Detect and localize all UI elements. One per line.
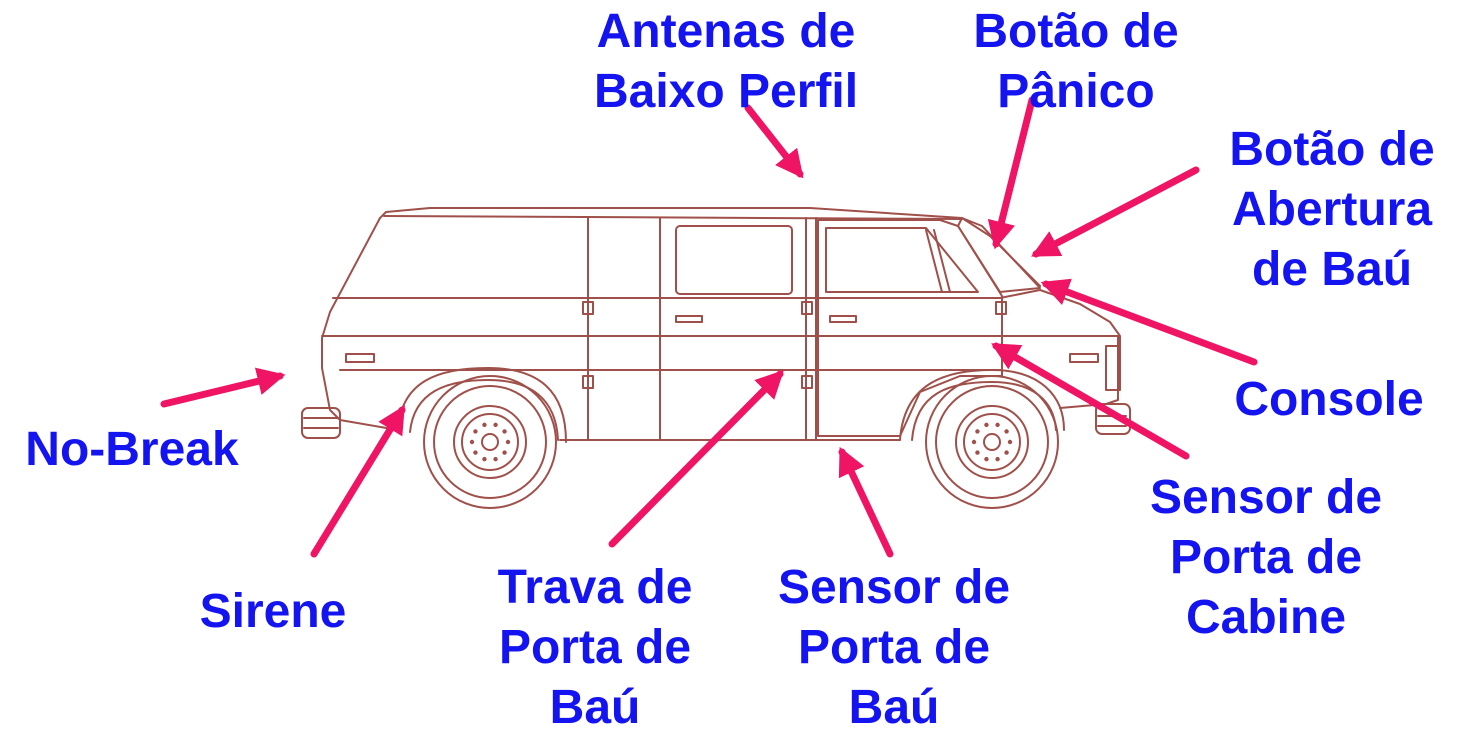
wheel-lug [995,456,1000,462]
arrow-sensor-bau [838,446,894,558]
van-roof-line [383,215,963,220]
wheel-lug [975,450,980,455]
label-line: Sensor de [777,561,1011,614]
arrow-nobreak [160,367,286,408]
label-line: Antenas de [596,5,856,58]
arrow-antenas [744,104,804,179]
arrow-abertura [1031,166,1200,258]
van-rear-marker [345,353,375,363]
label-line: Trava de [497,561,693,614]
wheel-lug [482,422,487,428]
wheel-lug [502,450,507,455]
label-antenas: Antenas de Baixo Perfil [556,2,896,122]
van-rear-bumper [301,407,341,439]
label-nobreak: No-Break [4,420,260,480]
label-sensor-bau: Sensor de Porta de Baú [752,558,1036,738]
wheel-lug [502,429,507,434]
van-rear-wheel-arch [397,367,567,443]
wheel-lug [493,456,498,462]
label-line: Porta de [1169,531,1363,584]
wheel-lug [984,422,989,428]
van-side-window [675,225,793,295]
label-console: Console [1206,370,1452,430]
wheel-lug [493,422,498,428]
wheel-lug [482,456,487,462]
label-trava: Trava de Porta de Baú [470,558,720,738]
wheel-lug [1004,450,1009,455]
arrow-trava [608,370,784,548]
arrow-panico [987,96,1036,250]
wheel-lug [971,439,977,445]
van-front-wheel-arch [899,369,1065,441]
wheel-lug [995,422,1000,428]
label-panico: Botão de Pânico [936,2,1216,122]
label-line: Abertura [1231,183,1433,236]
arrow-sirene [310,405,406,558]
arrow-sensor-cabine [991,342,1190,460]
van-front-marker [1069,353,1099,363]
wheel-lug [505,439,511,445]
van-front-lower [1059,335,1119,409]
van-rear-wheel [423,375,557,509]
label-line: Baú [848,681,940,734]
label-line: Sirene [199,585,347,638]
label-line: No-Break [25,423,239,476]
label-line: Porta de [498,621,692,674]
label-line: Botão de [1229,123,1435,176]
label-abertura: Botão de Abertura de Baú [1206,120,1458,300]
van-hood [999,289,1121,347]
arrow-console [1040,278,1258,366]
label-line: Porta de [797,621,991,674]
label-line: Baú [549,681,641,734]
wheel-lug [1004,429,1009,434]
label-line: de Baú [1251,243,1413,296]
label-line: Pânico [997,65,1155,118]
label-sensor-cabine: Sensor de Porta de Cabine [1124,468,1408,648]
label-line: Baixo Perfil [593,65,859,118]
label-line: Botão de [973,5,1179,58]
wheel-lug [469,439,475,445]
label-line: Console [1234,373,1424,426]
label-sirene: Sirene [170,582,376,642]
van-front-bumper [1095,403,1131,435]
wheel-lug [473,429,478,434]
wheel-lug [975,429,980,434]
label-line: Cabine [1185,591,1347,644]
van-front-wheel [925,375,1059,509]
label-line: Sensor de [1149,471,1383,524]
wheel-lug [473,450,478,455]
van-rear [321,217,381,421]
van-cab-window [825,227,979,293]
wheel-lug [984,456,989,462]
wheel-lug [1007,439,1013,445]
